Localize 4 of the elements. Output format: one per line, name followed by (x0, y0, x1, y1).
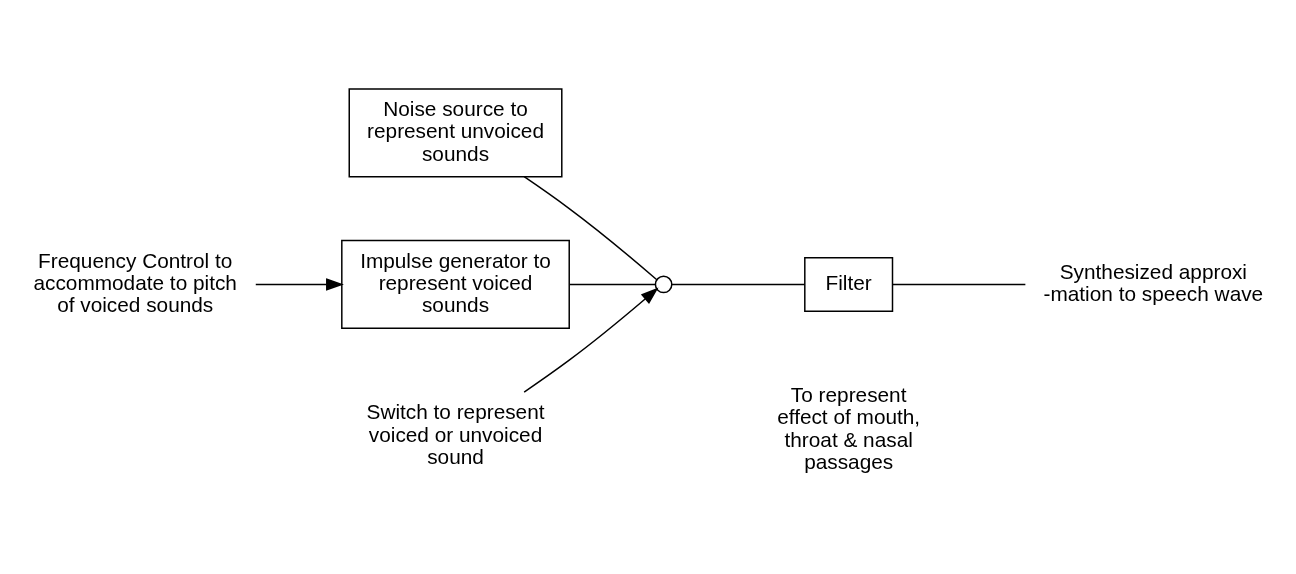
node-text: Synthesized approxi -mation to speech wave (1043, 259, 1264, 306)
node-label: To represent effect of mouth, throat & nasal passages (777, 383, 921, 473)
node-text: Frequency Control to accommodate to pitch of voiced sounds (33, 248, 237, 317)
node-text: Switch to represent voiced or unvoiced sound (366, 400, 545, 468)
